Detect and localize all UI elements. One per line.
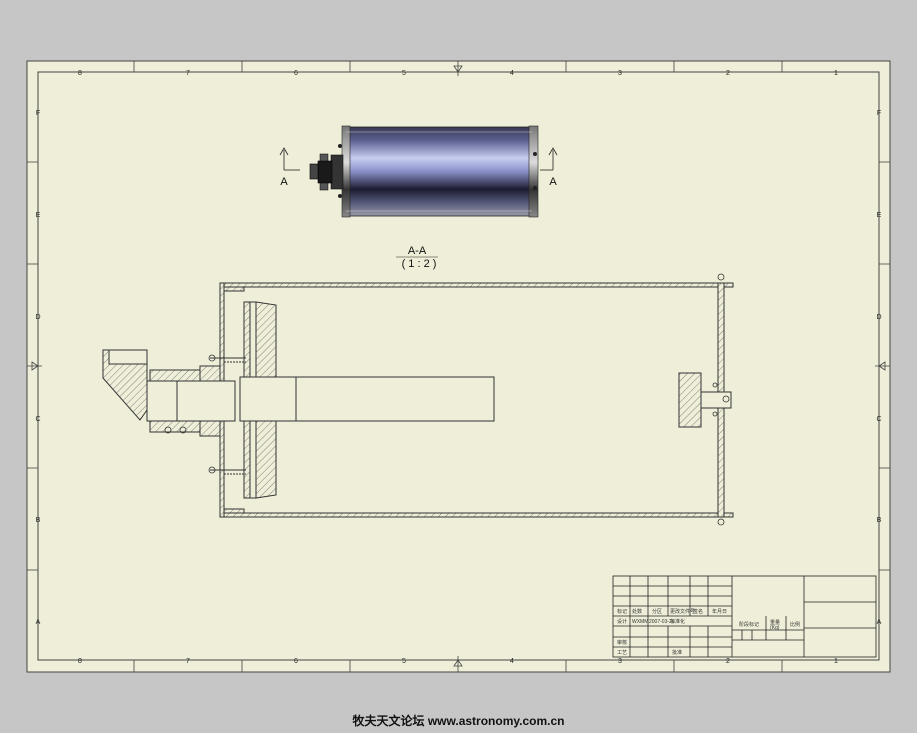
secondary-holder <box>700 391 732 409</box>
svg-text:标记: 标记 <box>617 608 627 615</box>
svg-text:F: F <box>36 110 40 117</box>
focus-knob-bottom <box>319 182 329 191</box>
svg-text:阶段标记: 阶段标记 <box>739 621 759 628</box>
svg-text:5: 5 <box>402 658 406 665</box>
section-title: A-A <box>408 245 427 257</box>
svg-text:2007-03-26: 2007-03-26 <box>649 619 675 625</box>
svg-text:(Kg): (Kg) <box>770 625 780 631</box>
svg-text:E: E <box>36 212 41 219</box>
border-row-labels-right: F E D C B A <box>876 110 881 626</box>
screw <box>533 152 537 156</box>
svg-text:分区: 分区 <box>652 608 662 615</box>
svg-text:1: 1 <box>834 658 838 665</box>
svg-text:4: 4 <box>510 658 514 665</box>
svg-text:8: 8 <box>78 658 82 665</box>
tube-wall-top <box>219 282 734 288</box>
svg-text:2: 2 <box>726 70 730 77</box>
svg-text:7: 7 <box>186 658 190 665</box>
svg-text:C: C <box>876 416 881 423</box>
svg-text:审核: 审核 <box>617 639 627 646</box>
section-cut-line <box>279 147 558 171</box>
svg-text:批准: 批准 <box>672 649 682 656</box>
section-view <box>102 282 734 518</box>
svg-text:B: B <box>36 517 41 524</box>
svg-text:8: 8 <box>78 70 82 77</box>
focus-knob-top <box>319 153 329 162</box>
border-column-labels-bottom: 8 7 6 5 4 3 2 1 <box>78 658 838 665</box>
tube-wall-bottom <box>219 512 734 518</box>
svg-text:7: 7 <box>186 70 190 77</box>
svg-text:工艺: 工艺 <box>617 650 627 656</box>
svg-text:年月日: 年月日 <box>712 608 727 615</box>
eyepiece <box>309 163 319 180</box>
screw <box>533 186 537 190</box>
svg-text:标准化: 标准化 <box>670 618 685 625</box>
section-scale: ( 1 : 2 ) <box>402 258 437 270</box>
screw <box>338 144 342 148</box>
centering-marks <box>27 61 890 672</box>
svg-text:6: 6 <box>294 70 298 77</box>
tube-body <box>345 126 533 217</box>
svg-text:6: 6 <box>294 658 298 665</box>
svg-text:3: 3 <box>618 658 622 665</box>
section-cut-label-left: A <box>280 176 288 188</box>
svg-text:A: A <box>877 619 882 626</box>
border-column-labels-top: 8 7 6 5 4 3 2 1 <box>78 70 838 77</box>
svg-text:D: D <box>876 314 881 321</box>
svg-text:重量: 重量 <box>770 619 780 626</box>
svg-text:B: B <box>877 517 882 524</box>
svg-text:5: 5 <box>402 70 406 77</box>
svg-text:4: 4 <box>510 70 514 77</box>
svg-text:设计: 设计 <box>617 618 627 625</box>
tube-exterior-view <box>309 125 539 218</box>
technical-drawing: 8 7 6 5 4 3 2 1 8 7 6 5 4 3 2 1 F E D C … <box>26 60 891 673</box>
svg-text:A: A <box>36 619 41 626</box>
svg-text:D: D <box>35 314 40 321</box>
eyepiece-holder <box>317 160 333 184</box>
svg-text:F: F <box>877 110 881 117</box>
svg-text:2: 2 <box>726 658 730 665</box>
hardware-details <box>164 273 730 526</box>
svg-text:WXMM: WXMM <box>632 619 648 625</box>
svg-text:比例: 比例 <box>790 621 800 628</box>
svg-text:3: 3 <box>618 70 622 77</box>
section-cut-label-right: A <box>549 176 557 188</box>
screw <box>338 194 342 198</box>
border-ticks <box>27 61 890 672</box>
secondary-mirror <box>678 372 702 428</box>
svg-text:签名: 签名 <box>693 608 703 615</box>
forum-watermark: 牧夫天文论坛 www.astronomy.com.cn <box>352 714 565 728</box>
svg-text:更改文件号: 更改文件号 <box>670 608 695 615</box>
focuser-body <box>330 154 344 190</box>
border-row-labels-left: F E D C B A <box>35 110 40 626</box>
svg-text:C: C <box>35 416 40 423</box>
title-block-text: 标记 处数 分区 更改文件号 签名 年月日 设计 WXMM 2007-03-26… <box>617 608 800 656</box>
title-block <box>612 575 877 658</box>
svg-text:E: E <box>877 212 882 219</box>
svg-text:处数: 处数 <box>632 608 642 615</box>
svg-text:1: 1 <box>834 70 838 77</box>
front-ring <box>528 125 539 218</box>
